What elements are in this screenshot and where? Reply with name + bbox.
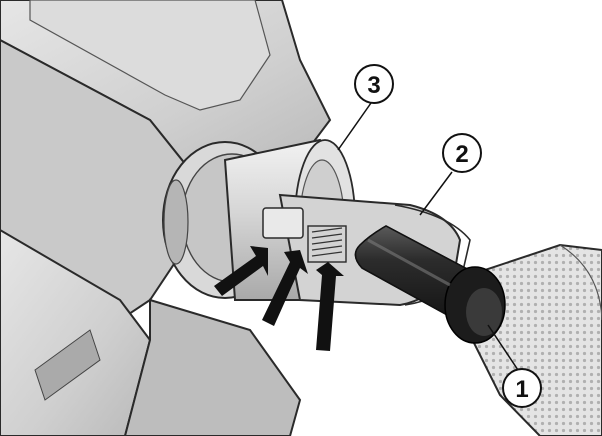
leader-lines [337, 102, 519, 371]
arrow-left [214, 246, 268, 296]
component-1-tool [354, 225, 602, 436]
arrow-right [316, 262, 344, 351]
housing-bracket [0, 0, 332, 436]
black-arrow-icon [214, 246, 344, 351]
arrow-middle [262, 250, 308, 326]
callout-3: 3 [354, 64, 394, 104]
callout-3-label: 3 [367, 72, 380, 99]
callout-1-label: 1 [515, 376, 528, 403]
callout-1: 1 [502, 368, 542, 408]
callout-2: 2 [442, 133, 482, 173]
callout-2-label: 2 [455, 141, 468, 168]
